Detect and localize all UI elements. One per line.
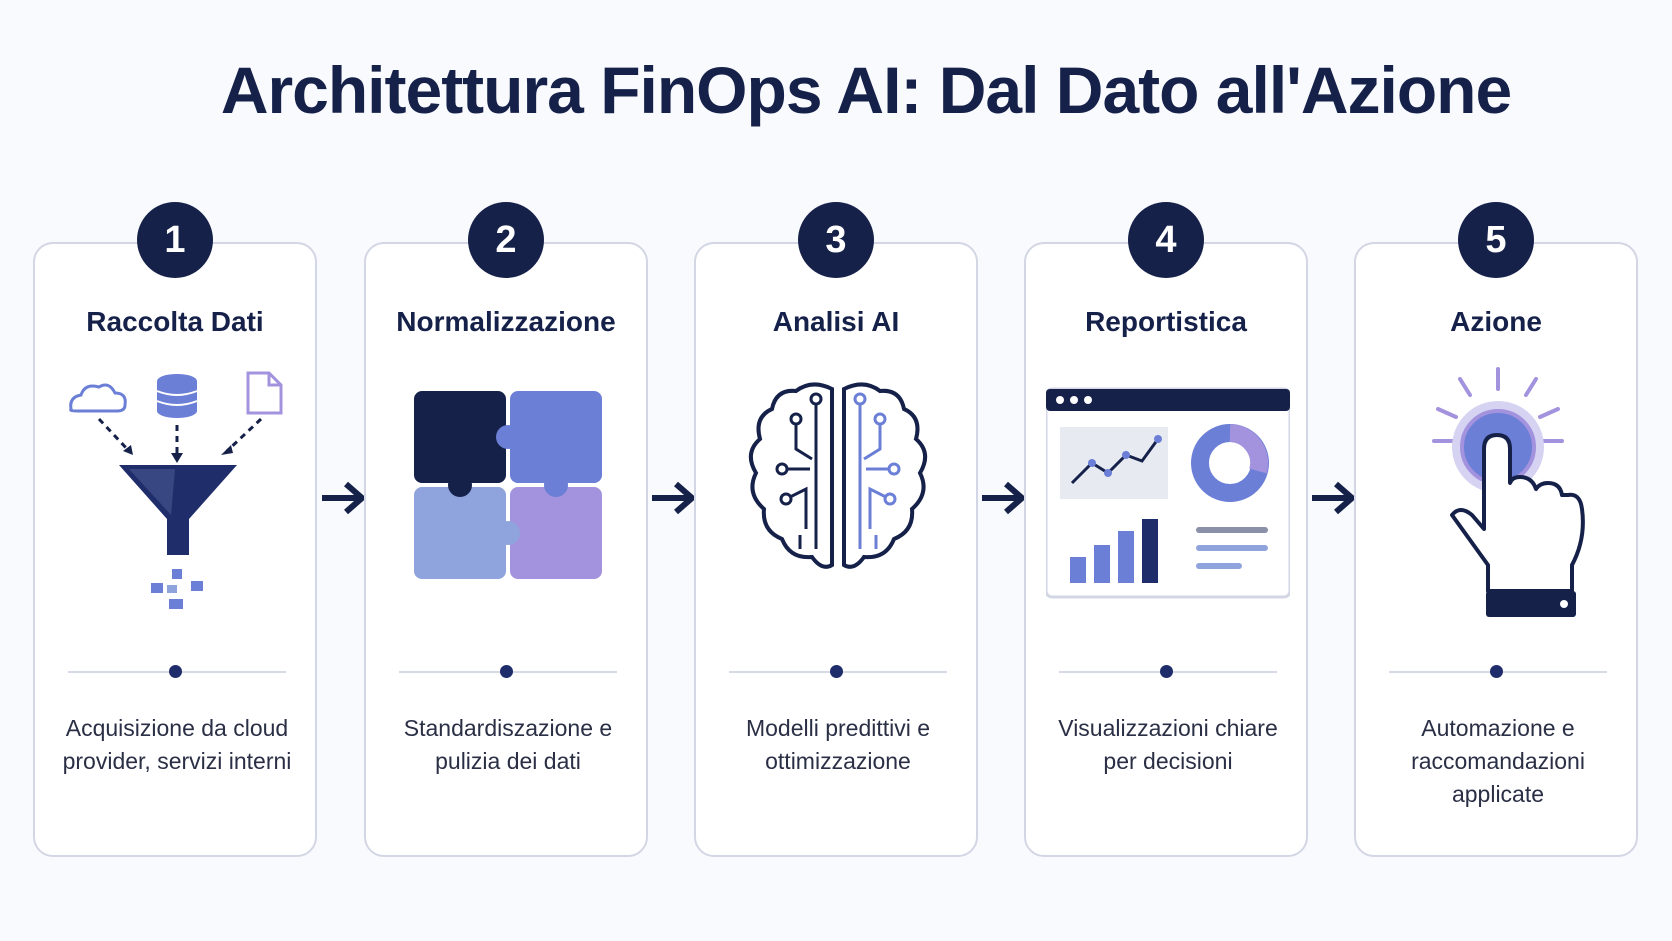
brain-icon: [716, 359, 960, 619]
divider-dot: [500, 665, 513, 678]
step-title: Reportistica: [1085, 306, 1247, 337]
step-number-badge: 1: [137, 202, 213, 278]
page-title: Architettura FinOps AI: Dal Dato all'Azi…: [220, 53, 1512, 127]
step-title: Azione: [1450, 306, 1542, 337]
step-card-azione: 5 Azione Automazione e raccomandazioni a…: [1354, 202, 1638, 857]
step-title: Analisi AI: [772, 306, 900, 337]
divider-dot: [830, 665, 843, 678]
flow-arrow-icon: [1308, 478, 1358, 518]
step-title: Normalizzazione: [396, 306, 616, 337]
step-description: Modelli predittivi e ottimizzazione: [745, 715, 931, 774]
step-number-badge: 2: [468, 202, 544, 278]
step-card-reportistica: 4 Reportistica Visualizzazion: [1024, 202, 1308, 857]
puzzle-icon: [386, 359, 630, 619]
flow-arrow-icon: [318, 478, 368, 518]
pointer-hand-icon: [1376, 359, 1620, 619]
flow-arrow-icon: [648, 478, 698, 518]
step-description: Automazione e raccomandazioni applicate: [1411, 715, 1585, 807]
step-description: Acquisizione da cloud provider, servizi …: [62, 715, 292, 774]
funnel-icon: [55, 359, 299, 619]
step-card-raccolta-dati: 1 Raccolta Dati: [33, 202, 317, 857]
divider-dot: [1160, 665, 1173, 678]
step-description: Standardiszazione e pulizia dei dati: [403, 715, 613, 774]
dashboard-icon: [1046, 359, 1290, 619]
step-description: Visualizzazioni chiare per decisioni: [1058, 715, 1278, 774]
divider-dot: [169, 665, 182, 678]
step-card-analisi-ai: 3 Analisi AI Modelli predittivi e ottimi…: [694, 202, 978, 857]
divider-dot: [1490, 665, 1503, 678]
step-card-normalizzazione: 2 Normalizzazione Standardiszazione e pu…: [364, 202, 648, 857]
flow-arrow-icon: [978, 478, 1028, 518]
step-number-badge: 4: [1128, 202, 1204, 278]
step-number-badge: 3: [798, 202, 874, 278]
step-number-badge: 5: [1458, 202, 1534, 278]
step-title: Raccolta Dati: [86, 306, 264, 337]
